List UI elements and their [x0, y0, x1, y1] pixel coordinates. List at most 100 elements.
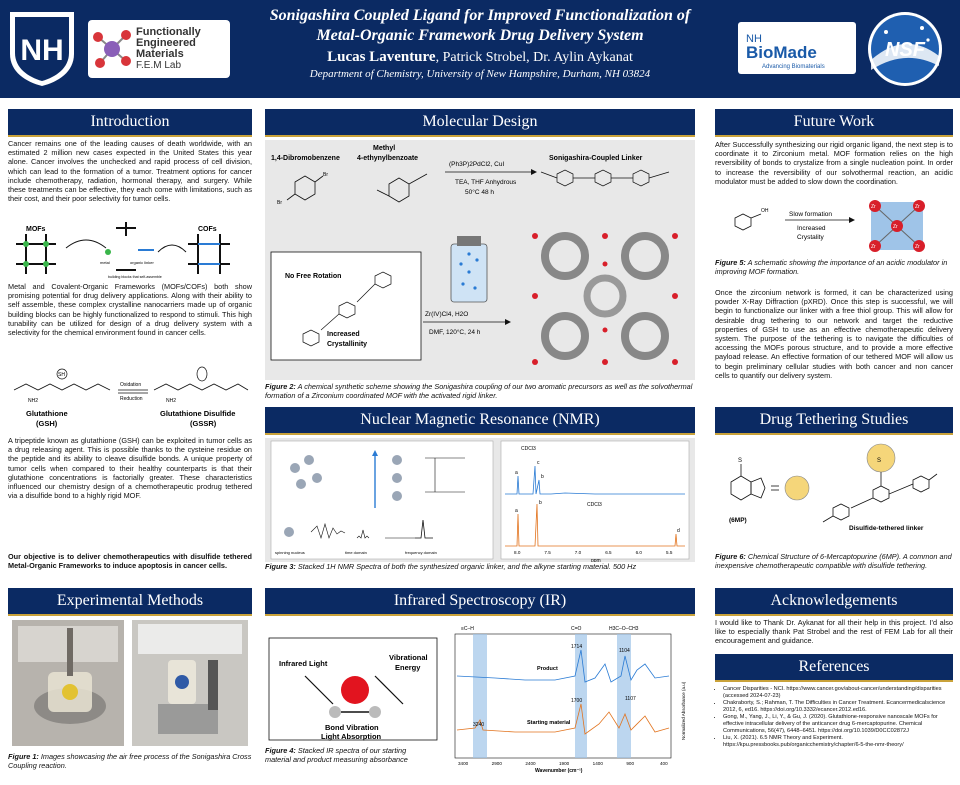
poster-title-line-1: Sonigashira Coupled Ligand for Improved … [269, 7, 691, 24]
ir-figure: Infrared Light Vibrational Energy Bond V… [265, 620, 695, 774]
lab-photos [12, 620, 248, 746]
future-paragraph-1: After Successfully synthesizing our rigi… [715, 140, 953, 186]
intro-paragraph-2: Metal and Covalent-Organic Frameworks (M… [8, 282, 252, 338]
future-paragraph-2: Once the zirconium network is formed, it… [715, 288, 953, 380]
reference-item: Liu, X. (2021). 6.5 NMR Theory and Exper… [723, 735, 953, 749]
cdcl3-top: CDCl3 [521, 446, 536, 452]
reagent-2-l2: 4-ethynylbenzoate [357, 155, 418, 162]
zr-3: Zr [893, 224, 898, 230]
figure-4-label: Figure 4: [265, 746, 296, 755]
spin-label-2: time domain [345, 550, 367, 555]
conditions-b1: TEA, THF Anhydrous [455, 179, 517, 186]
figure-6-label: Figure 6: [715, 552, 746, 561]
reference-item: Gong, M., Yang, J., Li, Y., & Gu, J. (20… [723, 714, 953, 735]
building-label: building blocks that self-assemble [108, 275, 162, 279]
figure-5-text: A schematic showing the importance of an… [715, 258, 948, 276]
ir-peak-1700: 1700 [571, 698, 582, 704]
figure-6-caption: Figure 6: Chemical Structure of 6-Mercap… [715, 552, 953, 570]
bond-l1: Bond Vibration [325, 723, 379, 732]
figure-2-text: A chemical synthetic scheme showing the … [265, 382, 693, 400]
ir-start-label: Starting material [527, 720, 571, 726]
sh-label: SH [58, 372, 65, 378]
future-heading: Future Work [715, 109, 953, 137]
ack-text: I would like to Thank Dr. Aykanat for al… [715, 618, 953, 646]
zr-conditions: Zr(IV)Cl4, H2O [425, 311, 468, 318]
ir-chart: ≡C–H C=O H3C–O–CH3 1714 1104 1700 1107 3… [454, 626, 686, 774]
figure-3-caption: Figure 3: Stacked 1H NMR Spectra of both… [265, 562, 695, 571]
ir-heading: Infrared Spectroscopy (IR) [265, 588, 695, 616]
figure-1-caption: Figure 1: Images showcasing the air free… [8, 752, 252, 770]
nmr-tick-label: 8.0 [514, 550, 521, 555]
ir-tick-label: 1900 [559, 761, 570, 766]
nsf-text: NSF [885, 39, 926, 61]
department: Department of Chemistry, University of N… [309, 68, 651, 80]
fem-line-1: Functionally [136, 26, 201, 38]
nmr-tick-label: 5.5 [666, 550, 673, 555]
figure-1-label: Figure 1: [8, 752, 39, 761]
zr-5: Zr [915, 244, 920, 250]
spin-label-3: frequency domain [405, 550, 437, 555]
figure-4-caption: Figure 4: Stacked IR spectra of our star… [265, 746, 433, 764]
ir-co-label: C=O [571, 626, 582, 632]
objective: Our objective is to deliver chemotherape… [8, 552, 252, 571]
references-list: Cancer Disparities - NCI. https://www.ca… [715, 686, 953, 749]
nmr-tick-label: 6.5 [605, 550, 612, 555]
figure-2-caption: Figure 2: A chemical synthetic scheme sh… [265, 382, 695, 400]
ir-coc-label: H3C–O–CH3 [609, 626, 639, 632]
gssr-abbr: (GSSR) [190, 419, 217, 428]
increased-l2: Crystallinity [327, 341, 367, 348]
mof-cof-diagram: MOFs metal organic linker building block… [16, 222, 230, 279]
nmr-peak-d: d [677, 528, 680, 534]
refs-heading: References [715, 654, 953, 682]
reference-item: Chakraborty, S.; Rahman, T. The Difficul… [723, 700, 953, 714]
dmf-conditions: DMF, 120°C, 24 h [429, 328, 481, 336]
nmr-tick-label: 6.0 [636, 550, 643, 555]
authors-rest: , Patrick Strobel, Dr. Aylin Aykanat [435, 50, 633, 65]
fem-line-2: Engineered [136, 37, 196, 49]
spin-label-1: spinning nucleus [275, 550, 305, 555]
ir-tick-label: 2400 [525, 761, 536, 766]
br-label-1: Br [323, 172, 328, 178]
gsh-abbr: (GSH) [36, 419, 58, 428]
nmr-ppm-label: ppm [591, 558, 601, 562]
linker-label: organic linker [130, 260, 154, 265]
biomade-name: BioMade [746, 43, 817, 62]
fem-lab-logo: Functionally Engineered Materials F.E.M … [88, 20, 230, 78]
ack-heading: Acknowledgements [715, 588, 953, 616]
cofs-label: COFs [198, 226, 217, 233]
infrared-light-label: Infrared Light [279, 659, 328, 668]
nh2-label-2: NH2 [166, 398, 176, 404]
molecule-icon [93, 30, 131, 68]
title-block: Sonigashira Coupled Ligand for Improved … [236, 6, 724, 80]
increased-l1-fw: Increased [797, 225, 826, 232]
vibrational-l1: Vibrational [389, 653, 428, 662]
nmr-peak-a-bottom: a [515, 508, 518, 514]
ir-ch-label: ≡C–H [461, 626, 474, 632]
oxidation-label: Oxidation [120, 382, 141, 388]
zr-2: Zr [915, 204, 920, 210]
ir-diagrams: Infrared Light Vibrational Energy Bond V… [268, 626, 686, 774]
figure-6-text: Chemical Structure of 6-Mercaptopurine (… [715, 552, 952, 570]
slow-formation: Slow formation [789, 211, 832, 218]
ir-xlabel: Wavenumber (cm⁻¹) [535, 768, 583, 774]
biomade-logo: NH BioMade Advancing Biomaterials [738, 22, 856, 74]
ir-product-label: Product [537, 666, 558, 672]
modulator-scheme: OH Slow formation Increased Crystality Z… [734, 200, 925, 252]
ir-ylabel: Normalized Absorbance (a.u) [681, 681, 686, 740]
product-label: Sonigashira-Coupled Linker [549, 155, 643, 162]
figure-3-text: Stacked 1H NMR Spectra of both the synth… [295, 562, 637, 571]
nh2-label-1: NH2 [28, 398, 38, 404]
fem-line-3: Materials [136, 48, 184, 60]
ir-tick-label: 2900 [492, 761, 503, 766]
reagent-1: 1,4-Dibromobenzene [271, 155, 340, 162]
methods-photo-area [8, 620, 252, 746]
gssr-name: Glutathione Disulfide [160, 409, 235, 418]
nmr-heading: Nuclear Magnetic Resonance (NMR) [265, 407, 695, 435]
figure-5-label: Figure 5: [715, 258, 746, 267]
biomade-tag: Advancing Biomaterials [762, 64, 825, 70]
ir-tick-label: 3400 [458, 761, 469, 766]
author-main: Lucas Laventure [327, 49, 436, 65]
nmr-tick-label: 7.0 [575, 550, 582, 555]
nmr-spectra: spinning nucleus time domain frequency d… [270, 440, 690, 564]
